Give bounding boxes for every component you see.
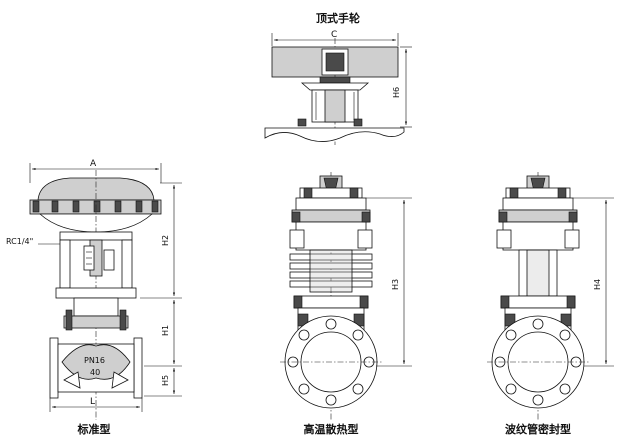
connection-label: RC1/4" [6,237,33,246]
dim-l-label: L [90,397,95,407]
caption-bellows-type: 波纹管密封型 [505,423,571,436]
caption-high-temp-type: 高温散热型 [303,423,359,436]
dim-h2-label: H2 [161,235,170,246]
size-label: 40 [90,368,100,377]
dim-c-label: C [331,30,337,40]
dim-a-label: A [90,159,97,169]
dim-h5-label: H5 [161,375,170,386]
dim-h1-label: H1 [161,325,170,336]
bellows-type-view: H4 [487,172,614,420]
caption-top-handwheel: 顶式手轮 [316,12,360,25]
dim-h6-label: H6 [392,87,401,98]
high-temp-type-view: H3 [280,172,412,420]
caption-standard-type: 标准型 [77,423,111,436]
pressure-label: PN16 [84,356,105,365]
dim-h3-label: H3 [391,279,400,290]
top-handwheel-view: C H6 [264,30,412,145]
standard-type-view: A RC1/4" [6,159,182,420]
dim-h4-label: H4 [593,279,602,290]
